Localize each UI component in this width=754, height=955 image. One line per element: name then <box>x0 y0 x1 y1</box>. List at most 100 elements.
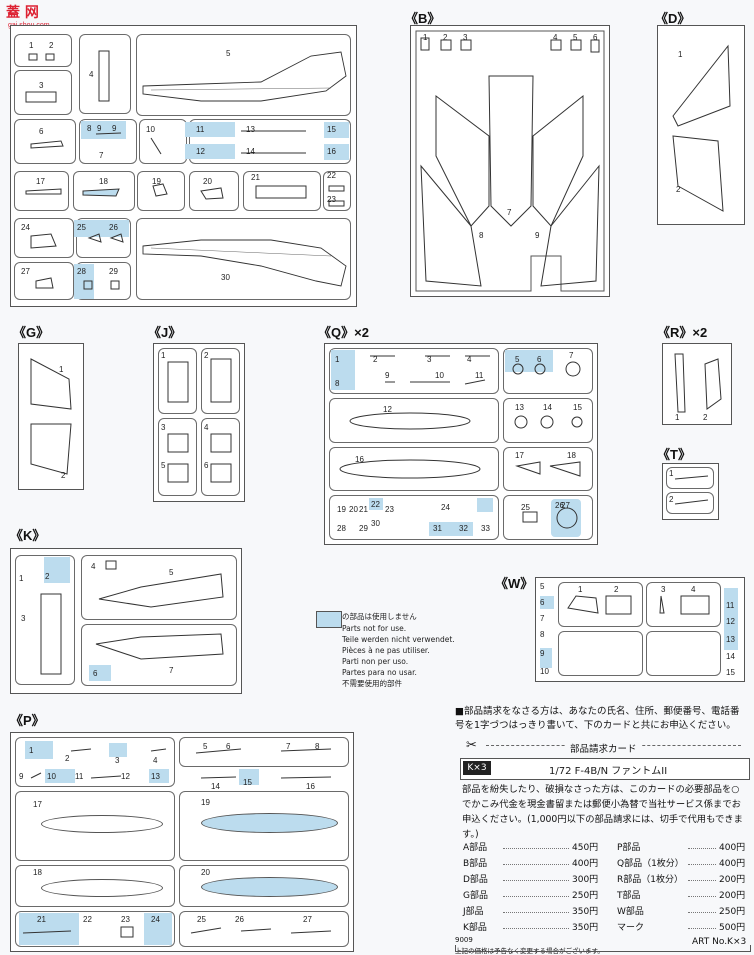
part-number: 7 <box>286 742 291 751</box>
part-number: 7 <box>569 351 574 360</box>
legend-line: Parti non per uso. <box>342 657 409 666</box>
sprue-a-cell <box>243 171 321 211</box>
sprue-a-cell <box>189 119 351 164</box>
sprue-q-cell <box>503 348 593 394</box>
card-title: 部品請求カード <box>565 741 642 755</box>
part-number: 3 <box>463 33 468 42</box>
part-number: 9 <box>97 124 102 133</box>
sprue-q-cell <box>329 348 499 394</box>
sprue-a-cell <box>79 34 131 114</box>
price-value: 400円 <box>572 859 599 869</box>
unused-part-highlight <box>19 913 79 945</box>
part-number: 4 <box>691 585 696 594</box>
sprue-j-cell <box>201 418 240 496</box>
price-value: 250円 <box>572 891 599 901</box>
watermark-text: 蓋 网 <box>6 5 39 21</box>
part-number: 28 <box>337 524 346 533</box>
part-number: 6 <box>204 461 209 470</box>
part-number: 1 <box>29 41 34 50</box>
section-label-t: 《T》 <box>657 447 691 462</box>
part-number: 8 <box>315 742 320 751</box>
sprue-k-frame: 1 2 3 4 5 6 7 <box>10 548 242 694</box>
unused-part-highlight <box>324 144 349 160</box>
unused-part-highlight <box>239 769 259 785</box>
part-number: 21 <box>37 915 46 924</box>
sprue-j-frame: 1 2 3 4 5 6 <box>153 343 245 502</box>
unused-part-highlight <box>505 350 553 372</box>
part-number: 5 <box>161 461 166 470</box>
price-value: 400円 <box>719 843 746 853</box>
price-dots <box>503 864 569 865</box>
price-name: K部品 <box>463 923 487 933</box>
part-number: 2 <box>204 351 209 360</box>
legend-line: Pièces à ne pas utiliser. <box>342 646 430 655</box>
part-number: 18 <box>33 868 42 877</box>
part-number: 17 <box>36 177 45 186</box>
part-number: 8 <box>335 379 340 388</box>
sprue-p-cell <box>15 865 175 907</box>
legend-line: Partes para no usar. <box>342 668 417 677</box>
part-number: 24 <box>21 223 30 232</box>
sprue-a-cell <box>14 70 72 115</box>
part-number: 24 <box>441 503 450 512</box>
price-value: 300円 <box>572 875 599 885</box>
unused-part-highlight <box>429 522 473 536</box>
part-number: 10 <box>435 371 444 380</box>
part-number: 12 <box>383 405 392 414</box>
part-number: 12 <box>726 617 735 626</box>
part-number: 6 <box>593 33 598 42</box>
part-number: 1 <box>423 33 428 42</box>
part-number: 28 <box>77 267 86 276</box>
fuel-tank-unused <box>201 877 338 897</box>
sprue-p-cell <box>179 865 349 907</box>
part-number: 20 <box>203 177 212 186</box>
unused-part-highlight <box>540 596 554 609</box>
part-number: 20 <box>349 505 358 514</box>
price-value: 250円 <box>719 907 746 917</box>
part-number: 12 <box>196 147 205 156</box>
part-number: 9 <box>19 772 24 781</box>
sprue-k-cell <box>81 555 237 620</box>
sprue-a-cell <box>14 262 74 300</box>
part-number: 3 <box>161 423 166 432</box>
sprue-q-cell <box>329 447 499 491</box>
legend-line: 不需要使用的部件 <box>342 679 402 688</box>
part-number: 4 <box>91 562 96 571</box>
unused-part-highlight <box>540 648 552 668</box>
price-name: J部品 <box>463 907 484 917</box>
part-number: 18 <box>99 177 108 186</box>
part-number: 12 <box>121 772 130 781</box>
sprue-p-cell <box>179 791 349 861</box>
sprue-w-frame: 5 6 7 8 9 10 1 2 3 4 11 12 13 14 15 <box>535 577 745 682</box>
part-number: 8 <box>87 124 92 133</box>
part-number: 8 <box>540 630 545 639</box>
unused-part-highlight <box>45 769 75 783</box>
part-number: 7 <box>169 666 174 675</box>
part-number: 15 <box>327 125 336 134</box>
part-number: 4 <box>553 33 558 42</box>
part-number: 5 <box>226 49 231 58</box>
canopy-parts-w <box>567 595 710 615</box>
part-number: 13 <box>246 125 255 134</box>
part-number: 4 <box>467 355 472 364</box>
part-number: 27 <box>21 267 30 276</box>
unused-part-highlight <box>144 913 172 945</box>
part-number: 13 <box>515 403 524 412</box>
price-value: 500円 <box>719 923 746 933</box>
sprue-p-cell <box>15 737 175 787</box>
part-number: 6 <box>226 742 231 751</box>
price-dots <box>688 912 716 913</box>
section-label-g: 《G》 <box>13 325 50 340</box>
part-number: 15 <box>726 668 735 677</box>
part-number: 5 <box>515 355 520 364</box>
small-parts-a <box>25 50 345 290</box>
price-name: G部品 <box>463 891 488 901</box>
sprue-p-frame: 1 2 3 4 5 6 7 8 9 10 11 12 13 14 15 16 1… <box>10 732 354 952</box>
scissors-icon: ✂ <box>466 738 477 753</box>
part-number: 14 <box>543 403 552 412</box>
part-number: 11 <box>475 371 484 380</box>
order-intro: ■部品請求をなさる方は、あなたの氏名、住所、郵便番号、電話番号を1字づつはっきり… <box>455 706 740 731</box>
part-number: 30 <box>371 519 380 528</box>
part-number: 2 <box>443 33 448 42</box>
part-number: 6 <box>540 598 545 607</box>
